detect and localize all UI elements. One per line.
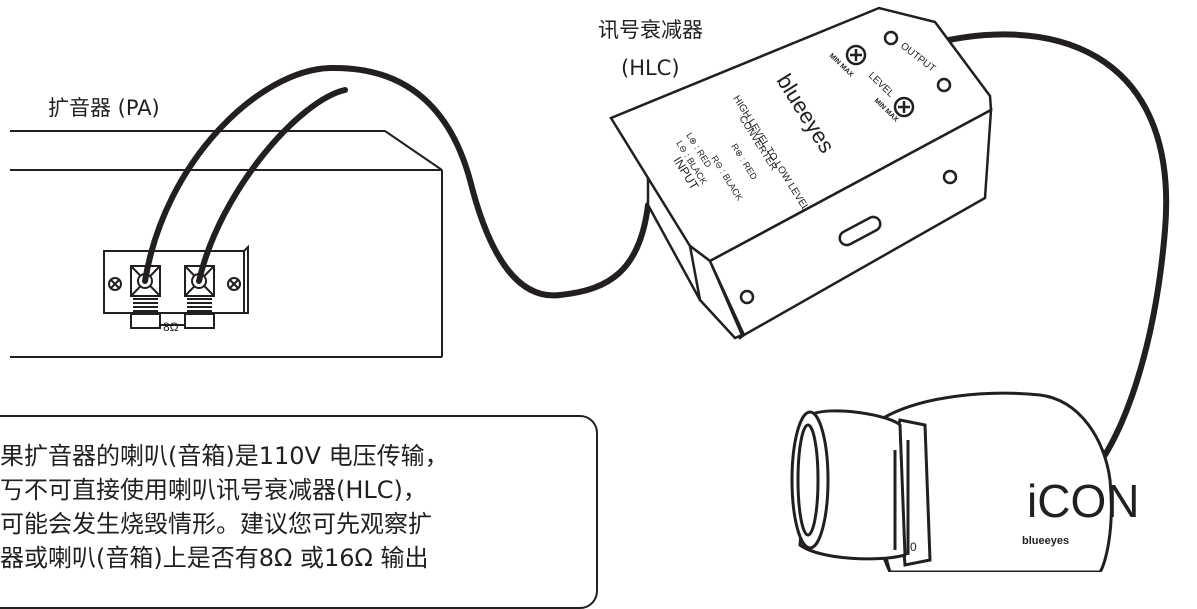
camera — [790, 391, 1113, 572]
wiring-diagram: 8Ω blueeyes HIGH LEVEL TO LOW LEVEL CONV… — [10, 6, 1170, 572]
terminal-fins — [133, 298, 212, 312]
amplifier — [10, 130, 443, 358]
hlc-label-line2: (HLC) — [621, 56, 680, 80]
camera-brand: blueeyes — [1022, 535, 1069, 547]
cables — [142, 31, 1170, 498]
hlc-converter — [609, 6, 993, 340]
hlc-label-line1: 讯号衰减器 — [598, 18, 703, 42]
note-line-1: 果扩音器的喇叭(音箱)是110V 电压传输， — [0, 442, 449, 470]
note-line-4: 器或喇叭(音箱)上是否有8Ω 或16Ω 输出 — [0, 544, 429, 572]
warning-note-text: 果扩音器的喇叭(音箱)是110V 电压传输， 丂不可直接使用喇叭讯号衰减器(HL… — [0, 439, 580, 572]
speaker-terminal-block — [103, 244, 249, 329]
note-line-2: 丂不可直接使用喇叭讯号衰减器(HLC)， — [0, 476, 427, 504]
camera-mark: 0 — [910, 540, 917, 554]
note-line-3: 可能会发生烧毁情形。建议您可先观察扩 — [0, 510, 432, 538]
camera-logo: iCON — [1027, 475, 1139, 527]
amplifier-label: 扩音器 (PA) — [48, 96, 160, 120]
impedance-label: 8Ω — [163, 320, 179, 334]
